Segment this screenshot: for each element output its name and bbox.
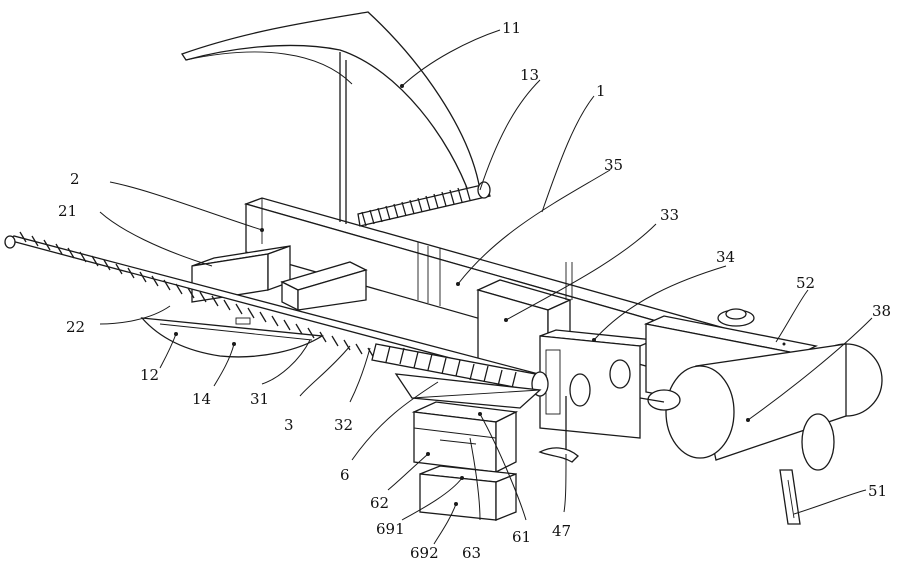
label-22: 22 xyxy=(66,318,85,336)
label-61: 61 xyxy=(512,528,531,546)
adjust-knob-icon xyxy=(718,309,754,326)
label-692: 692 xyxy=(410,544,439,562)
label-3: 3 xyxy=(284,416,294,434)
lower-box-62 xyxy=(414,402,516,472)
shield-cover-11 xyxy=(182,12,480,224)
label-34: 34 xyxy=(716,248,735,266)
label-47: 47 xyxy=(552,522,571,540)
label-12: 12 xyxy=(140,366,159,384)
label-21: 21 xyxy=(58,202,77,220)
label-31: 31 xyxy=(250,390,269,408)
label-2: 2 xyxy=(70,170,80,188)
label-13: 13 xyxy=(520,66,539,84)
label-691: 691 xyxy=(376,520,405,538)
label-6: 6 xyxy=(340,466,350,484)
guide-block-right xyxy=(282,262,366,310)
label-51: 51 xyxy=(868,482,887,500)
label-52: 52 xyxy=(796,274,815,292)
bracket-51 xyxy=(780,470,800,524)
label-63: 63 xyxy=(462,544,481,562)
label-35: 35 xyxy=(604,156,623,174)
label-33: 33 xyxy=(660,206,679,224)
bearing-housing-34 xyxy=(540,330,654,438)
label-32: 32 xyxy=(334,416,353,434)
label-1: 1 xyxy=(596,82,606,100)
label-11: 11 xyxy=(502,19,521,37)
label-62: 62 xyxy=(370,494,389,512)
label-38: 38 xyxy=(872,302,891,320)
label-14: 14 xyxy=(192,390,211,408)
lower-box-692 xyxy=(420,466,516,520)
spring-13 xyxy=(358,182,490,226)
